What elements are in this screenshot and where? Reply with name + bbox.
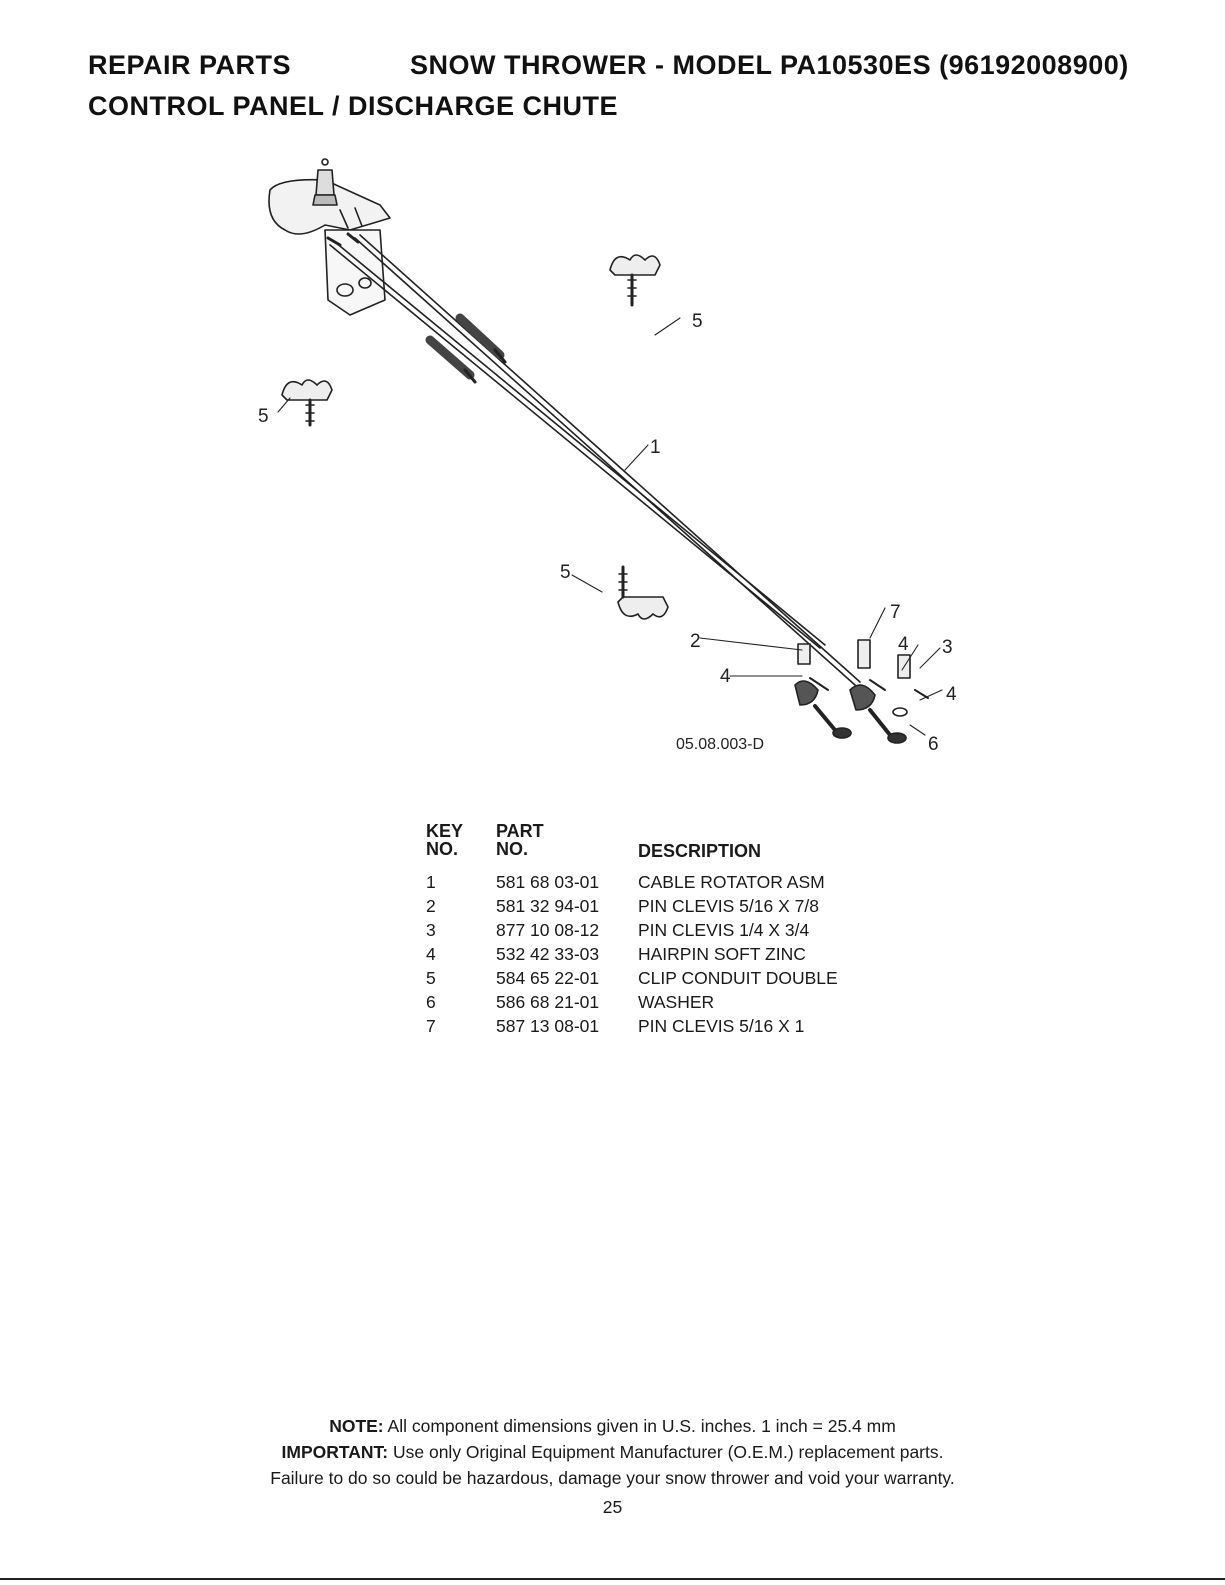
key-cell: 4	[426, 944, 436, 964]
key-cell: 7	[426, 1016, 436, 1036]
description-cell: HAIRPIN SOFT ZINC	[638, 944, 806, 964]
description-cell: PIN CLEVIS 5/16 X 1	[638, 1016, 805, 1036]
callout-3: 3	[942, 637, 953, 658]
bottom-divider	[0, 1578, 1225, 1580]
table-row: 3 877 10 08-12 PIN CLEVIS 1/4 X 3/4	[424, 920, 924, 944]
page-number: 25	[602, 1497, 623, 1517]
callout-5-left: 5	[258, 406, 269, 427]
leader-lines	[277, 317, 943, 736]
part-cell: 877 10 08-12	[496, 920, 600, 940]
callout-4-mid: 4	[898, 634, 909, 655]
parts-diagram: 5 5 1 5 7 2 4 3 4 4 6 05.08.003-D	[258, 158, 957, 755]
key-cell: 2	[426, 896, 436, 916]
cable-rotator	[329, 234, 861, 686]
callout-5-bottom: 5	[560, 562, 571, 583]
description-header: DESCRIPTION	[638, 841, 762, 861]
key-cell: 1	[426, 872, 436, 892]
callout-1: 1	[650, 437, 661, 458]
note-text: All component dimensions given in U.S. i…	[387, 1416, 896, 1436]
key-header-line2: NO.	[426, 839, 459, 859]
note-label: NOTE:	[329, 1416, 384, 1436]
part-header-line1: PART	[496, 821, 544, 841]
key-cell: 5	[426, 968, 436, 988]
part-header-line2: NO.	[496, 839, 529, 859]
description-cell: WASHER	[638, 992, 715, 1012]
callout-5-top: 5	[692, 311, 703, 332]
diagram-code: 05.08.003-D	[676, 736, 764, 753]
page-subtitle: CONTROL PANEL / DISCHARGE CHUTE	[88, 91, 619, 121]
callout-6: 6	[928, 734, 939, 755]
key-cell: 6	[426, 992, 436, 1012]
clevis-hardware	[794, 639, 929, 744]
important-text: Use only Original Equipment Manufacturer…	[392, 1442, 944, 1462]
warning-line: Failure to do so could be hazardous, dam…	[270, 1468, 955, 1488]
key-header-line1: KEY	[426, 821, 464, 841]
note-line: NOTE: All component dimensions given in …	[0, 1416, 1225, 1437]
clip-conduit-left	[281, 379, 333, 427]
part-cell: 586 68 21-01	[496, 992, 600, 1012]
key-cell: 3	[426, 920, 436, 940]
part-cell: 584 65 22-01	[496, 968, 600, 988]
part-cell: 581 68 03-01	[496, 872, 600, 892]
control-panel-bracket	[268, 158, 391, 316]
important-line: IMPORTANT: Use only Original Equipment M…	[0, 1442, 1225, 1463]
important-label: IMPORTANT:	[281, 1442, 389, 1462]
description-cell: CLIP CONDUIT DOUBLE	[638, 968, 838, 988]
clip-conduit-bottom	[617, 565, 669, 620]
callout-2: 2	[690, 631, 701, 652]
model-title: SNOW THROWER - MODEL PA10530ES (96192008…	[410, 50, 1129, 80]
part-cell: 532 42 33-03	[496, 944, 600, 964]
table-row: 1 581 68 03-01 CABLE ROTATOR ASM	[424, 872, 924, 896]
table-row: 5 584 65 22-01 CLIP CONDUIT DOUBLE	[424, 968, 924, 992]
section-title: REPAIR PARTS	[88, 50, 292, 80]
callout-4-left: 4	[720, 666, 731, 687]
part-cell: 587 13 08-01	[496, 1016, 600, 1036]
callout-7: 7	[890, 602, 901, 623]
clip-conduit-top	[609, 254, 661, 307]
table-row: 2 581 32 94-01 PIN CLEVIS 5/16 X 7/8	[424, 896, 924, 920]
description-cell: PIN CLEVIS 1/4 X 3/4	[638, 920, 810, 940]
table-row: 6 586 68 21-01 WASHER	[424, 992, 924, 1016]
part-cell: 581 32 94-01	[496, 896, 600, 916]
callout-4-right: 4	[946, 684, 957, 705]
table-row: 7 587 13 08-01 PIN CLEVIS 5/16 X 1	[424, 1016, 924, 1040]
table-row: 4 532 42 33-03 HAIRPIN SOFT ZINC	[424, 944, 924, 968]
description-cell: CABLE ROTATOR ASM	[638, 872, 825, 892]
description-cell: PIN CLEVIS 5/16 X 7/8	[638, 896, 819, 916]
